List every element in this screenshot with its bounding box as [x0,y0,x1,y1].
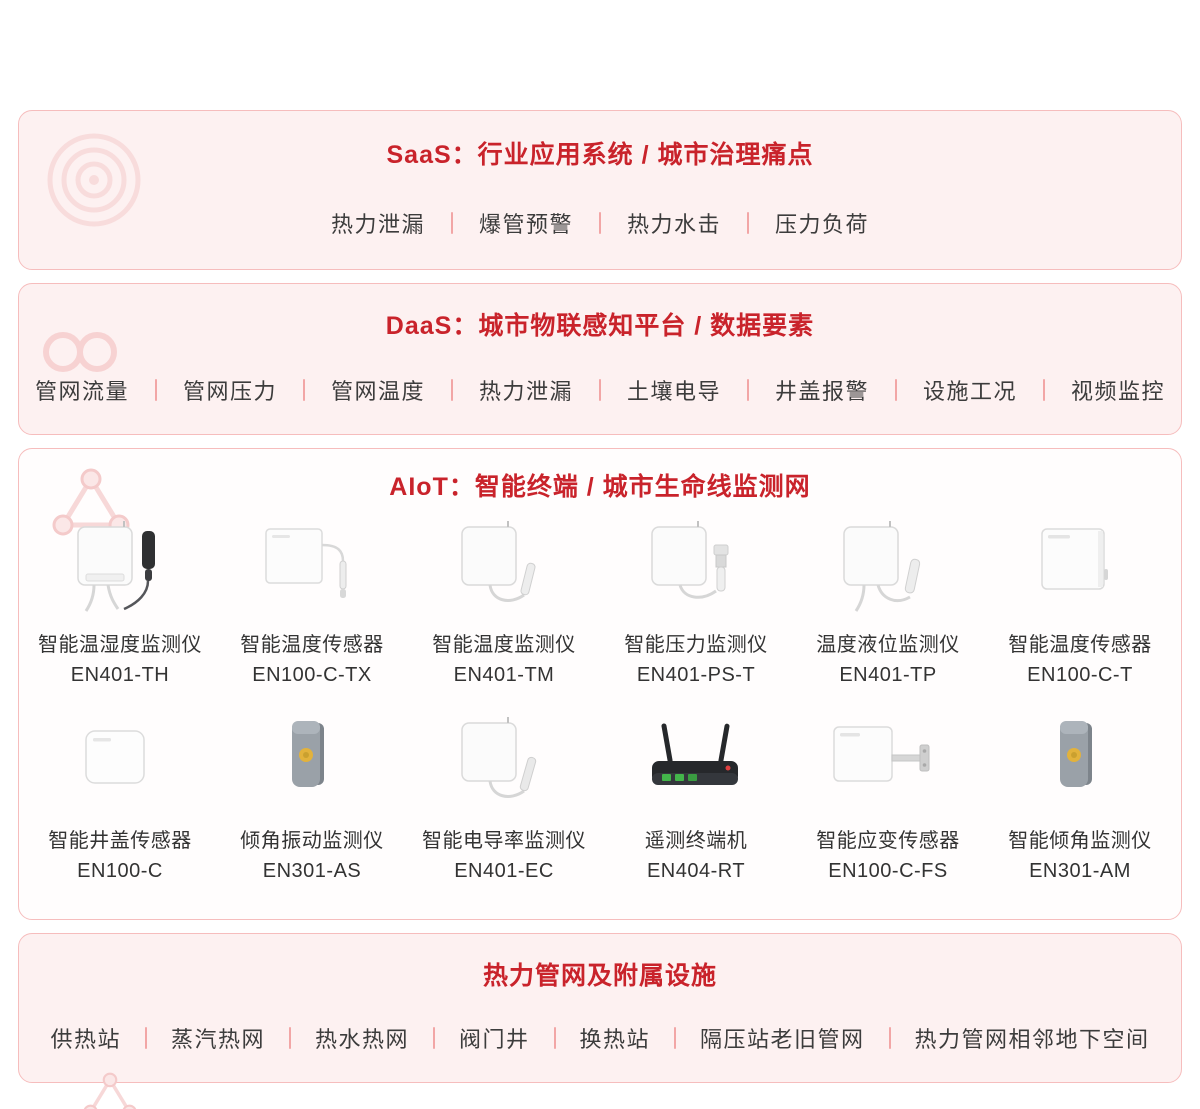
pipeline-item: 隔压站老旧管网 [700,1027,865,1052]
item-divider [599,212,601,234]
product-model: EN401-TM [453,664,555,686]
product-model: EN301-AS [262,860,362,882]
saas-item: 热力泄漏 [330,212,425,237]
panel-stack: SaaS：行业应用系统 / 城市治理痛点 热力泄漏 爆管预警 热力水击 压力负荷… [18,110,1182,1083]
daas-panel: DaaS：城市物联感知平台 / 数据要素 管网流量 管网压力 管网温度 热力泄漏… [18,283,1182,435]
product-card: 温度液位监测仪 EN401-TP [793,519,983,687]
device-image-en401-tp-icon [822,519,954,615]
aiot-panel-title: AIoT：智能终端 / 城市生命线监测网 [389,473,811,501]
device-image-en401-ps-t-icon [630,519,762,615]
pipeline-item: 阀门井 [458,1027,530,1052]
daas-item: 热力泄漏 [478,379,573,404]
product-card: 智能温度传感器 EN100-C-TX [217,519,407,687]
device-image-en100-c-fs-icon [822,715,954,811]
product-name: 智能电导率监测仪 [422,830,586,852]
pipeline-panel-title: 热力管网及附属设施 [482,962,717,990]
product-model: EN301-AM [1029,860,1131,882]
product-model: EN401-EC [454,860,554,882]
device-image-en301-am-icon [1014,715,1146,811]
product-model: EN100-C-T [1027,664,1133,686]
product-name: 温度液位监测仪 [816,634,960,656]
product-name: 遥测终端机 [644,830,748,852]
product-name: 智能温度传感器 [240,634,384,656]
daas-item: 管网流量 [34,379,129,404]
product-model: EN100-C-TX [252,664,372,686]
product-card: 智能井盖传感器 EN100-C [25,715,215,883]
device-image-en301-as-icon [246,715,378,811]
product-card: 智能压力监测仪 EN401-PS-T [601,519,791,687]
item-divider [154,379,157,401]
product-card: 倾角振动监测仪 EN301-AS [217,715,407,883]
saas-item: 爆管预警 [478,212,573,237]
product-model: EN404-RT [646,860,746,882]
product-name: 智能温湿度监测仪 [38,634,202,656]
product-model: EN100-C-FS [828,860,948,882]
product-grid: 智能温湿度监测仪 EN401-TH 智能温度传感器 EN [19,503,1181,909]
daas-item: 管网温度 [330,379,425,404]
product-card: 智能温度监测仪 EN401-TM [409,519,599,687]
product-card: 智能温湿度监测仪 EN401-TH [25,519,215,687]
product-name: 智能应变传感器 [816,830,960,852]
daas-item: 土壤电导 [627,379,722,404]
daas-item: 管网压力 [182,379,277,404]
item-divider [432,1027,435,1049]
device-image-en401-th-icon [54,519,186,615]
pipeline-panel: 热力管网及附属设施 供热站 蒸汽热网 热水热网 阀门井 换热站 隔压站老旧管网 … [18,933,1182,1083]
daas-item: 视频监控 [1071,379,1166,404]
product-name: 智能井盖传感器 [48,830,192,852]
pipeline-item: 热水热网 [314,1027,409,1052]
product-card: 智能温度传感器 EN100-C-T [985,519,1175,687]
item-divider [599,379,601,401]
product-card: 智能倾角监测仪 EN301-AM [985,715,1175,883]
product-name: 智能温度传感器 [1008,634,1152,656]
device-image-en100-c-icon [54,715,186,811]
item-divider [144,1027,147,1049]
daas-panel-title: DaaS：城市物联感知平台 / 数据要素 [385,312,815,340]
saas-item: 压力负荷 [775,212,870,237]
pipeline-items-row: 供热站 蒸汽热网 热水热网 阀门井 换热站 隔压站老旧管网 热力管网相邻地下空间 [19,1022,1181,1054]
product-card: 智能应变传感器 EN100-C-FS [793,715,983,883]
product-name: 智能倾角监测仪 [1008,830,1152,852]
daas-item: 井盖报警 [775,379,870,404]
product-name: 倾角振动监测仪 [240,830,384,852]
product-model: EN401-TP [839,664,937,686]
item-divider [674,1027,677,1049]
product-model: EN401-PS-T [636,664,756,686]
pipeline-item: 供热站 [50,1027,121,1052]
device-image-en100-c-tx-icon [246,519,378,615]
item-divider [747,212,750,234]
saas-items-row: 热力泄漏 爆管预警 热力水击 压力负荷 [19,207,1181,239]
pipeline-item: 换热站 [579,1027,651,1052]
product-card: 智能电导率监测仪 EN401-EC [409,715,599,883]
item-divider [747,379,750,401]
pipeline-item: 蒸汽热网 [170,1027,265,1052]
product-name: 智能温度监测仪 [432,634,576,656]
device-image-en100-c-t-icon [1014,519,1146,615]
item-divider [450,212,453,234]
saas-panel-title: SaaS：行业应用系统 / 城市治理痛点 [386,141,814,169]
item-divider [302,379,305,401]
device-image-en404-rt-icon [630,715,762,811]
pipeline-item: 热力管网相邻地下空间 [914,1027,1150,1052]
product-card: 遥测终端机 EN404-RT [601,715,791,883]
daas-items-row: 管网流量 管网压力 管网温度 热力泄漏 土壤电导 井盖报警 设施工况 视频监控 [19,374,1181,406]
item-divider [553,1027,556,1049]
aiot-panel: AIoT：智能终端 / 城市生命线监测网 [18,448,1182,920]
product-name: 智能压力监测仪 [624,634,768,656]
item-divider [450,379,453,401]
item-divider [895,379,898,401]
product-model: EN401-TH [70,664,170,686]
product-model: EN100-C [77,860,163,882]
item-divider [1043,379,1046,401]
item-divider [888,1027,891,1049]
saas-item: 热力水击 [627,212,722,237]
item-divider [288,1027,291,1049]
device-image-en401-tm-icon [438,519,570,615]
daas-item: 设施工况 [923,379,1018,404]
saas-panel: SaaS：行业应用系统 / 城市治理痛点 热力泄漏 爆管预警 热力水击 压力负荷 [18,110,1182,270]
device-image-en401-ec-icon [438,715,570,811]
